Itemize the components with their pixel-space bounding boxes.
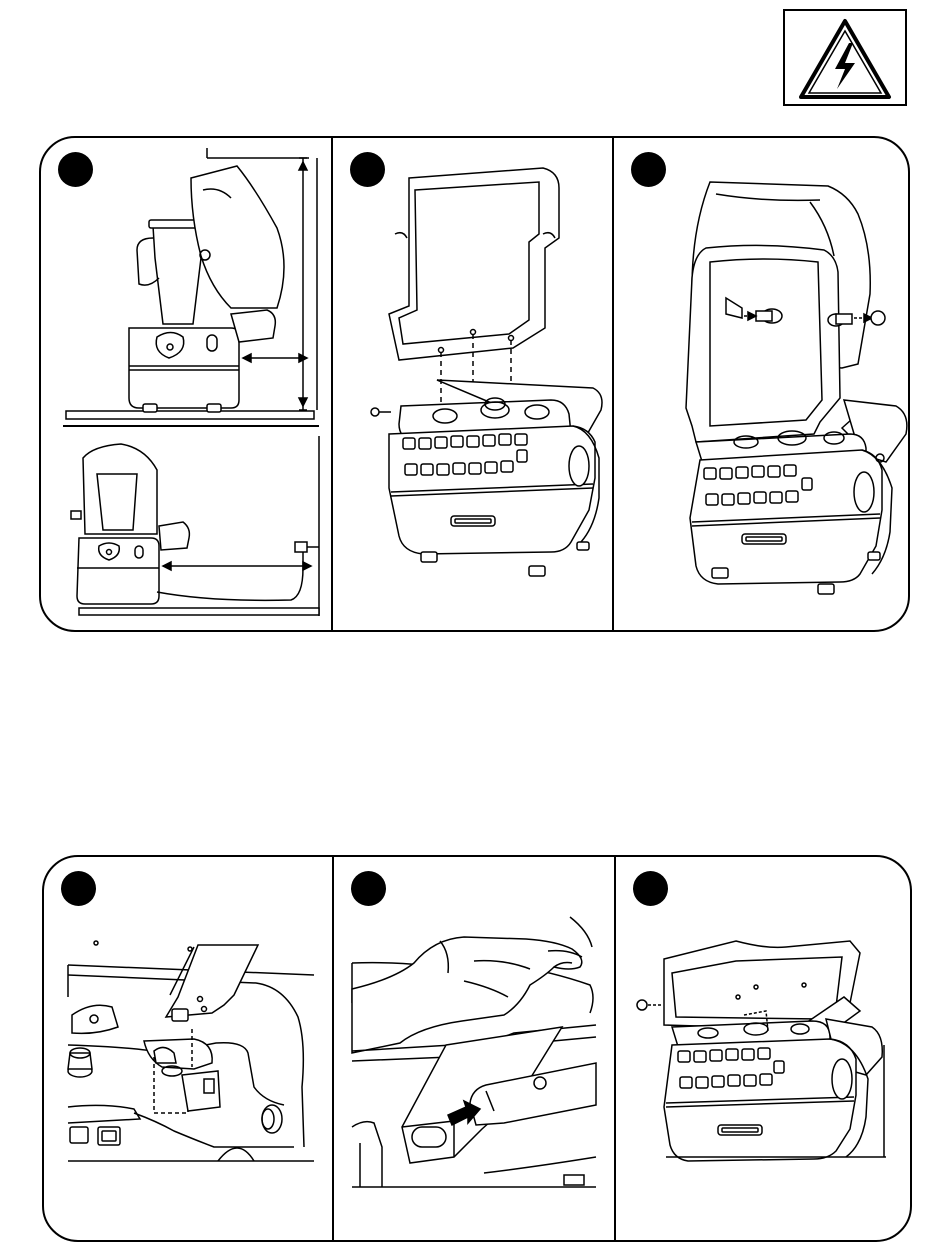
- step-cell: [44, 857, 332, 1240]
- hinge-closeup-illustration: [44, 857, 332, 1242]
- shield-mounted-illustration: [616, 857, 912, 1242]
- step-cell: [331, 138, 612, 630]
- attach-shield-illustration: [333, 138, 614, 632]
- bottom-steps-panel: [42, 855, 912, 1242]
- step-cell: [41, 138, 331, 630]
- step-cell: [332, 857, 614, 1240]
- step-cell: [612, 138, 910, 630]
- step-cell: [614, 857, 912, 1240]
- insert-pins-illustration: [614, 138, 910, 632]
- warning-box: [783, 9, 907, 106]
- push-shield-illustration: [334, 857, 616, 1242]
- electric-shock-warning-icon: [785, 11, 909, 108]
- blender-clearance-illustration: [41, 138, 331, 632]
- top-steps-panel: [39, 136, 910, 632]
